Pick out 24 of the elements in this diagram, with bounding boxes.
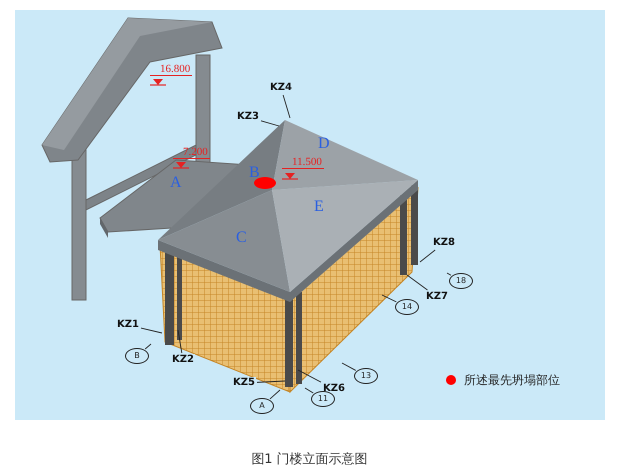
leader-line (298, 370, 322, 383)
elevation-label: 16.800 (150, 63, 192, 76)
elevation-label: 7.200 (173, 146, 210, 159)
leader-line (282, 94, 290, 118)
leader-line (304, 388, 314, 394)
leader-line (446, 272, 452, 276)
roof-letter: C (236, 230, 247, 246)
leader-line (270, 390, 280, 400)
leader-line (144, 344, 152, 350)
roof-letter: A (170, 175, 182, 191)
leader-line (260, 120, 280, 126)
leader-line (406, 274, 428, 290)
roof-letter: D (318, 136, 330, 152)
roof-letter: E (314, 199, 324, 215)
leader-line (420, 250, 436, 262)
leader-line (342, 362, 356, 371)
leader-line (382, 294, 397, 302)
elevation-label: 11.500 (282, 156, 324, 169)
roof-letter: B (249, 165, 260, 181)
leader-line (178, 330, 182, 354)
caption: 图1 门楼立面示意图 (251, 452, 368, 467)
leader-line (140, 328, 162, 334)
legend-text: 所述最先坍塌部位 (464, 372, 560, 389)
leader-line (256, 380, 286, 383)
